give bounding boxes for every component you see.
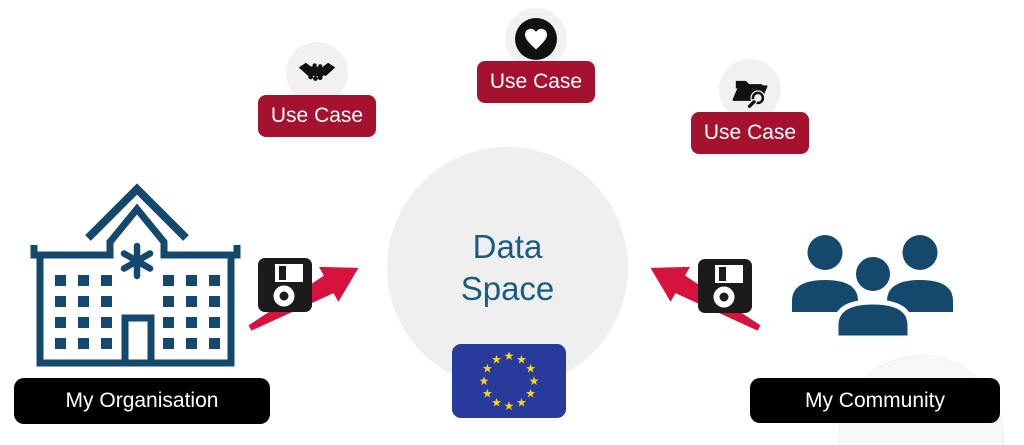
building-door bbox=[121, 314, 155, 367]
eu-star-icon: ★ bbox=[525, 361, 537, 376]
folder-search-icon bbox=[719, 59, 781, 121]
my-community-label: My Community bbox=[804, 388, 946, 412]
transfer-right bbox=[650, 259, 761, 331]
eu-star-icon: ★ bbox=[481, 386, 493, 401]
data-space-line2: Space bbox=[460, 269, 555, 307]
eu-star-icon: ★ bbox=[503, 399, 515, 413]
use-case-3: Use Case #... bbox=[691, 59, 809, 186]
use-case-1: Use Case #1 bbox=[258, 42, 376, 169]
floppy-disk-icon bbox=[698, 259, 752, 313]
use-case-2-badge: Use Case #2 bbox=[477, 61, 595, 135]
eu-star-icon: ★ bbox=[491, 352, 502, 367]
handshake-icon-graphic bbox=[298, 62, 336, 81]
eu-star-icon: ★ bbox=[516, 352, 527, 367]
heart-icon-graphic bbox=[515, 18, 557, 60]
eu-star-icon: ★ bbox=[481, 361, 493, 376]
data-space-label: Data Space bbox=[461, 226, 555, 310]
handshake-icon bbox=[286, 42, 348, 104]
my-organisation-plate: My Organisation bbox=[14, 378, 270, 424]
eu-star-icon: ★ bbox=[516, 395, 527, 410]
eu-star-icon: ★ bbox=[503, 349, 515, 363]
asterisk-icon bbox=[120, 242, 154, 280]
use-case-1-badge: Use Case #1 bbox=[258, 95, 376, 169]
data-space-line1: Data bbox=[472, 227, 543, 265]
eu-star-icon: ★ bbox=[478, 374, 490, 388]
folder-search-icon-graphic bbox=[732, 80, 768, 110]
my-organisation-label: My Organisation bbox=[65, 389, 219, 412]
floppy-disk-icon bbox=[258, 258, 312, 312]
use-case-2: Use Case #2 bbox=[477, 8, 595, 135]
eu-star-icon: ★ bbox=[528, 374, 540, 388]
community-people-icon bbox=[792, 235, 953, 341]
transfer-left bbox=[248, 258, 359, 331]
heart-icon bbox=[505, 8, 567, 70]
building-windows bbox=[55, 275, 220, 349]
eu-star-icon: ★ bbox=[491, 395, 502, 410]
my-community-plate: My Community bbox=[750, 378, 1000, 423]
eu-star-icon: ★ bbox=[525, 386, 537, 401]
organisation-building-icon bbox=[30, 183, 241, 367]
eu-flag: ★★★★★★★★★★★★ bbox=[452, 344, 566, 418]
use-case-3-badge: Use Case #... bbox=[691, 112, 809, 186]
